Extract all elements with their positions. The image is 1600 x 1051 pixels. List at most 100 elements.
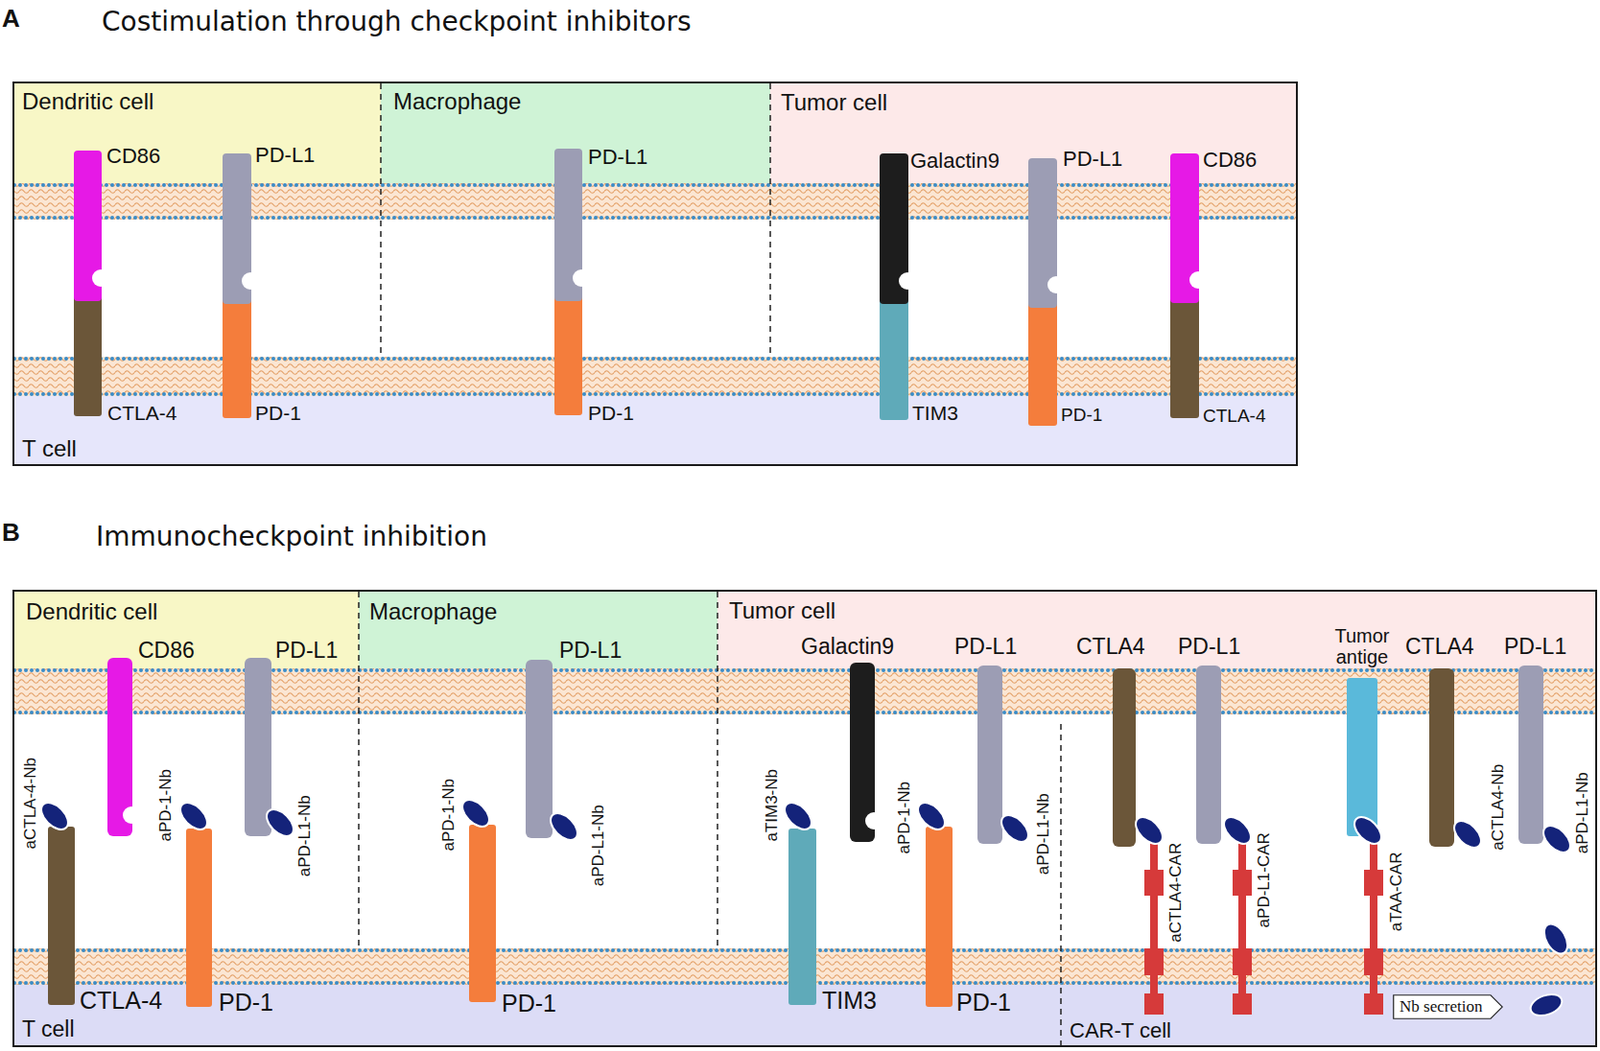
- region-label: Macrophage: [393, 88, 521, 116]
- region-label: T cell: [22, 1016, 75, 1042]
- membrane: [12, 183, 1298, 220]
- nanobody: [1130, 812, 1168, 849]
- car-stalk: [1369, 836, 1378, 1015]
- binding-notch: [122, 806, 141, 824]
- molecule-label: Galactin9: [800, 634, 895, 659]
- nanobody: [1219, 812, 1256, 849]
- nanobody: [1539, 919, 1573, 958]
- car-stalk: [1150, 836, 1158, 1015]
- molecule-label: TIM3: [822, 987, 877, 1015]
- receptor: [1170, 290, 1200, 419]
- region-label: Dendritic cell: [25, 598, 158, 626]
- region-label: T cell: [22, 435, 77, 463]
- molecule-label: PD-L1: [559, 637, 622, 663]
- membrane: [12, 183, 1298, 220]
- ligand: [1429, 668, 1455, 848]
- panel-frame: Costimulation through checkpoint inhibit…: [12, 81, 1298, 467]
- nanobody-group: [36, 795, 1576, 1020]
- binding-notch: [92, 269, 110, 287]
- nanobody-label: aCTLA-4-Nb: [21, 757, 41, 849]
- cell-region: Tumor cell: [717, 589, 1598, 669]
- molecule-label: CD86: [1202, 147, 1257, 172]
- membrane: [12, 183, 1298, 220]
- region-label: Dendritic cell: [22, 88, 154, 116]
- car-domain: [1364, 993, 1384, 1015]
- molecule-label: PD-1: [588, 401, 635, 425]
- cell-ground: [12, 81, 381, 184]
- nanobody: [545, 808, 583, 846]
- region-divider: [357, 591, 360, 949]
- receptor: [554, 288, 583, 416]
- region-label: Tumor cell: [729, 597, 836, 625]
- nanobody-label: aPD-L1-CAR: [1254, 832, 1274, 928]
- nanobody-label: aCTLA4-Nb: [1488, 764, 1508, 851]
- secretion-tag: Nb secretion: [1392, 994, 1504, 1020]
- cell-region: T cell: [12, 985, 1061, 1048]
- car-construct: [1144, 836, 1164, 1015]
- car-construct: [1364, 836, 1384, 1015]
- molecule-label: CD86: [106, 143, 161, 168]
- cell-region: Dendritic cell: [12, 81, 381, 184]
- car-domain: [1144, 993, 1164, 1015]
- nanobody: [175, 798, 212, 835]
- receptor: [788, 828, 817, 1006]
- car-domain: [1144, 948, 1164, 976]
- ligand: [1112, 668, 1136, 848]
- nanobody-label: aPD-1-Nb: [894, 781, 915, 855]
- tumor-antigen: [1346, 678, 1378, 837]
- car-domain: [1364, 870, 1384, 896]
- receptor: [1028, 296, 1058, 426]
- molecule-label: PD-L1: [1062, 146, 1123, 171]
- binding-notch: [1047, 276, 1065, 294]
- region-divider: [769, 83, 772, 357]
- molecule-label: PD-1: [501, 989, 557, 1018]
- nanobody: [1349, 812, 1387, 849]
- binding-notch: [572, 269, 590, 287]
- receptor: [186, 828, 212, 1008]
- binding-notch: [241, 272, 259, 290]
- molecule-label: PD-L1: [255, 142, 315, 167]
- nanobody: [1449, 816, 1486, 853]
- panel-title: Immunocheckpoint inhibition: [95, 521, 488, 553]
- nanobody: [913, 798, 950, 835]
- cell-ground: [358, 589, 718, 669]
- molecule-label: PD-1: [255, 401, 302, 425]
- nanobody: [779, 798, 817, 835]
- ligand: [1196, 665, 1222, 845]
- cell-region: Dendritic cell: [12, 589, 359, 669]
- molecule-label: PD-1: [218, 988, 274, 1017]
- molecule-label: PD-L1: [1504, 634, 1567, 659]
- panel-letter: A: [1, 4, 21, 34]
- nanobody-label: aPD-1-Nb: [156, 769, 176, 843]
- molecule-label: CTLA4: [1076, 634, 1146, 659]
- nanobody-label: aPD-L1-Nb: [1034, 793, 1054, 875]
- binding-notch: [1189, 271, 1207, 289]
- cell-ground: [717, 589, 1598, 669]
- receptor: [879, 290, 909, 421]
- cell-region: Macrophage: [358, 589, 718, 669]
- molecule-label: TIM3: [912, 401, 959, 425]
- region-divider: [716, 591, 719, 949]
- receptor: [73, 290, 102, 417]
- cell-ground: [12, 396, 1298, 467]
- ligand: [1518, 665, 1544, 845]
- nanobody-label: aPD-L1-Nb: [295, 795, 315, 877]
- membrane-edge: [14, 392, 1296, 397]
- cell-region: CAR-T cellNb secretion: [1060, 985, 1598, 1048]
- nanobody: [1528, 990, 1566, 1020]
- nanobody-label: aPD-L1-Nb: [588, 804, 609, 887]
- nanobody-label: aTIM3-Nb: [762, 769, 782, 843]
- membrane-edge: [14, 356, 1296, 361]
- molecule-label: PD-L1: [588, 144, 648, 169]
- membrane-edge: [14, 215, 1296, 220]
- molecule-label: Tumor antige: [1328, 625, 1396, 668]
- car-stalk: [1238, 836, 1247, 1015]
- region-label: Tumor cell: [780, 89, 888, 117]
- car-domain: [1364, 948, 1384, 976]
- receptor: [469, 824, 496, 1003]
- molecule-label: CD86: [138, 637, 195, 663]
- cell-region: T cell: [12, 396, 1298, 467]
- molecule-label: PD-L1: [275, 637, 338, 663]
- car-domain: [1144, 870, 1164, 896]
